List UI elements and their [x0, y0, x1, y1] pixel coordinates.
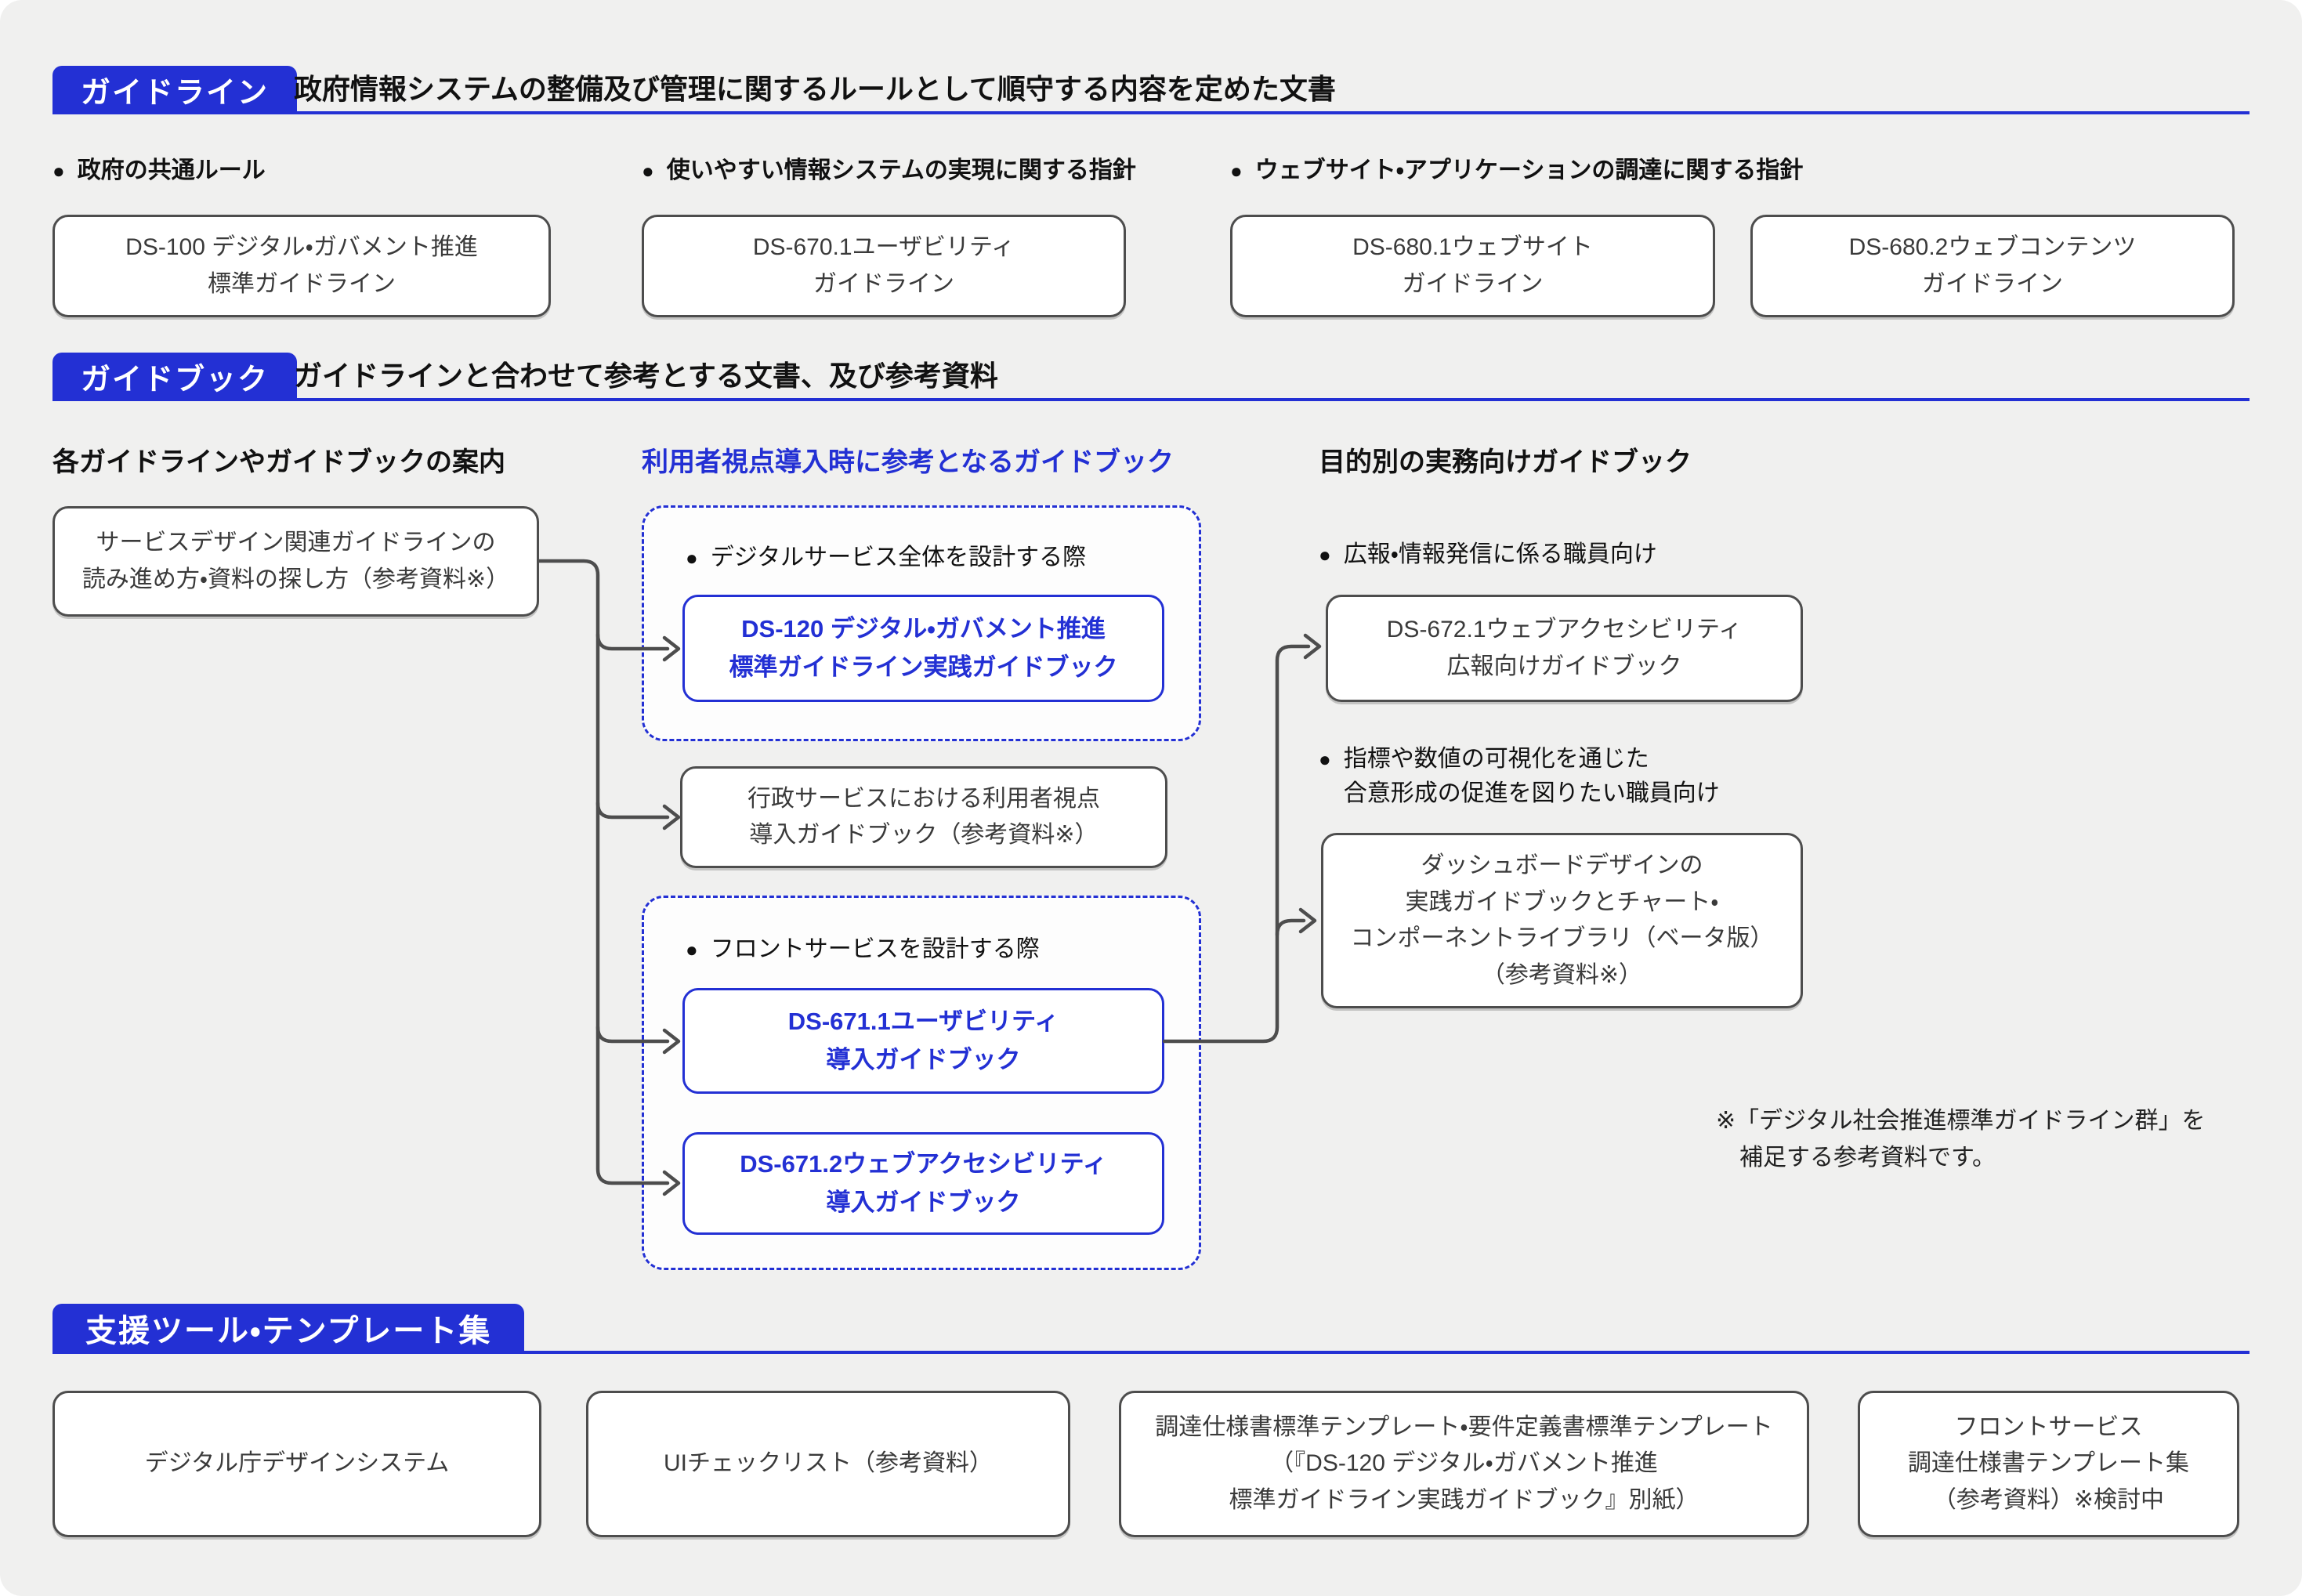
- tools-section-rule: [52, 1351, 2250, 1354]
- guidebook-section-description: ガイドラインと合わせて参考とする文書、及び参考資料: [294, 360, 998, 392]
- box-procurement-templates: 調達仕様書標準テンプレート・要件定義書標準テンプレート （『DS-120 デジタ…: [1119, 1391, 1809, 1537]
- bullet-icon: ●: [1319, 543, 1331, 566]
- connector-branch-user-perspective: [595, 801, 670, 820]
- box-ds670-1-guideline: DS-670.1ユーザビリティ ガイドライン: [642, 215, 1126, 317]
- box-ui-checklist: UIチェックリスト（参考資料）: [586, 1391, 1070, 1537]
- box-ds680-1-guideline: DS-680.1ウェブサイト ガイドライン: [1230, 215, 1715, 317]
- bullet-icon: ●: [686, 938, 698, 961]
- bullet-pr-staff: ● 広報・情報発信に係る職員向け: [1319, 537, 1657, 572]
- guideline-section-description: 政府情報システムの整備及び管理に関するルールとして順守する内容を定めた文書: [294, 73, 1336, 105]
- bullet-design-whole-service: ● デジタルサービス全体を設計する際: [686, 541, 1086, 575]
- bullet-icon: ●: [1230, 159, 1243, 183]
- bullet-label: ウェブサイト・アプリケーションの調達に関する指針: [1254, 157, 1804, 183]
- bullet-design-front-service: ● フロントサービスを設計する際: [686, 932, 1040, 967]
- arrowhead-ds672-1: [1303, 633, 1322, 660]
- bullet-label: フロントサービスを設計する際: [710, 936, 1040, 962]
- column-heading-right: 目的別の実務向けガイドブック: [1319, 447, 1692, 477]
- bullet-usable-systems: ● 使いやすい情報システムの実現に関する指針: [642, 154, 1136, 188]
- box-user-perspective-guidebook: 行政サービスにおける利用者視点 導入ガイドブック（参考資料※）: [680, 766, 1167, 868]
- box-ds671-2-guidebook: DS-671.2ウェブアクセシビリティ 導入ガイドブック: [682, 1132, 1164, 1235]
- bullet-visualization-staff: ● 指標や数値の可視化を通じた 合意形成の促進を図りたい職員向け: [1319, 742, 1720, 811]
- box-service-design-guide: サービスデザイン関連ガイドラインの 読み進め方・資料の探し方（参考資料※）: [52, 506, 539, 617]
- footnote: ※「デジタル社会推進標準ガイドライン群」を 補足する参考資料です。: [1716, 1108, 2206, 1171]
- bullet-icon: ●: [686, 546, 698, 570]
- column-heading-middle: 利用者視点導入時に参考となるガイドブック: [642, 447, 1174, 477]
- column-heading-left: 各ガイドラインやガイドブックの案内: [52, 447, 505, 477]
- bullet-label: デジタルサービス全体を設計する際: [710, 545, 1087, 570]
- box-ds100-guideline: DS-100 デジタル・ガバメント推進 標準ガイドライン: [52, 215, 551, 317]
- bullet-label: 広報・情報発信に係る職員向け: [1343, 541, 1657, 567]
- box-front-service-templates: フロントサービス 調達仕様書テンプレート集 （参考資料）※検討中: [1858, 1391, 2239, 1537]
- box-dashboard-guidebook: ダッシュボードデザインの 実践ガイドブックとチャート・ コンポーネントライブラリ…: [1321, 833, 1803, 1008]
- guidebook-section-rule: [52, 398, 2250, 401]
- box-ds671-1-guidebook: DS-671.1ユーザビリティ 導入ガイドブック: [682, 988, 1164, 1094]
- box-design-system: デジタル庁デザインシステム: [52, 1391, 541, 1537]
- arrowhead-user-perspective: [662, 804, 681, 831]
- box-ds672-1-guidebook: DS-672.1ウェブアクセシビリティ 広報向けガイドブック: [1326, 595, 1803, 702]
- bullet-label: 指標や数値の可視化を通じた 合意形成の促進を図りたい職員向け: [1343, 746, 1720, 806]
- bullet-icon: ●: [642, 159, 654, 183]
- guideline-section-rule: [52, 111, 2250, 114]
- bullet-label: 使いやすい情報システムの実現に関する指針: [666, 157, 1136, 183]
- bullet-icon: ●: [52, 159, 65, 183]
- box-ds120-practice-guidebook: DS-120 デジタル・ガバメント推進 標準ガイドライン実践ガイドブック: [682, 595, 1164, 702]
- arrowhead-dashboard: [1298, 907, 1317, 934]
- tools-section-badge: 支援ツール・テンプレート集: [52, 1304, 525, 1352]
- guideline-section-badge: ガイドライン: [52, 66, 298, 113]
- bullet-icon: ●: [1319, 747, 1331, 771]
- guidebook-section-badge: ガイドブック: [52, 353, 298, 400]
- box-ds680-2-guideline: DS-680.2ウェブコンテンツ ガイドライン: [1750, 215, 2235, 317]
- connector-branch-dashboard: [1275, 918, 1306, 937]
- bullet-website-procurement: ● ウェブサイト・アプリケーションの調達に関する指針: [1230, 154, 1803, 188]
- bullet-common-rules: ● 政府の共通ルール: [52, 154, 266, 188]
- bullet-label: 政府の共通ルール: [77, 157, 266, 183]
